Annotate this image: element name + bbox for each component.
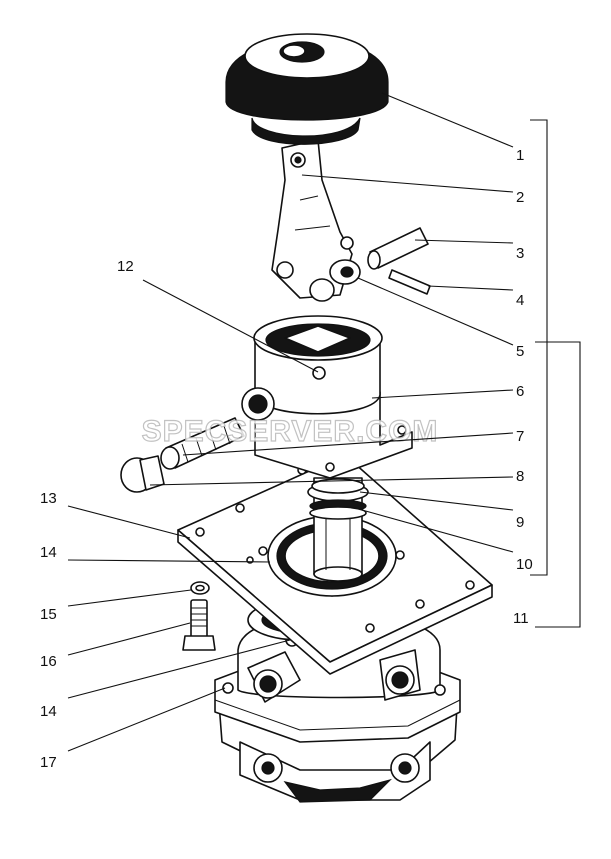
callout-6: 6	[516, 383, 524, 400]
spring-part	[309, 499, 367, 520]
callout-5: 5	[516, 343, 524, 360]
callout-7: 7	[516, 428, 524, 445]
callout-2: 2	[516, 189, 524, 206]
callout-17: 17	[40, 754, 57, 771]
washer-part	[190, 581, 210, 595]
callout-1: 1	[516, 147, 524, 164]
assembly-bracket	[530, 119, 581, 628]
callout-10: 10	[516, 556, 533, 573]
housing-cup-part	[241, 315, 413, 479]
callout-8: 8	[516, 468, 524, 485]
callout-12: 12	[117, 258, 134, 275]
handle-knob-part	[225, 33, 389, 145]
spacer-ring-part	[307, 478, 369, 502]
pin-part	[160, 417, 245, 470]
axle-pin-part	[367, 227, 429, 270]
roller-part	[309, 259, 361, 302]
callout-15: 15	[40, 606, 57, 623]
callout-9: 9	[516, 514, 524, 531]
lever-part	[271, 139, 354, 299]
watermark-text: SPECSERVER.COM	[142, 415, 439, 448]
callout-4: 4	[516, 292, 524, 309]
callout-3: 3	[516, 245, 524, 262]
callout-14b: 14	[40, 703, 57, 720]
cap-screw-part	[120, 455, 165, 493]
callout-16: 16	[40, 653, 57, 670]
callout-numbers: 1 2 3 4 5 6 7 8 9 10 11 12 13 14 15 16 1…	[40, 147, 533, 771]
leader-lines	[67, 92, 514, 752]
roll-pin-part	[388, 269, 431, 295]
bolt-part	[182, 599, 216, 651]
callout-11: 11	[513, 610, 529, 627]
callout-14a: 14	[40, 544, 57, 561]
callout-13: 13	[40, 490, 57, 507]
